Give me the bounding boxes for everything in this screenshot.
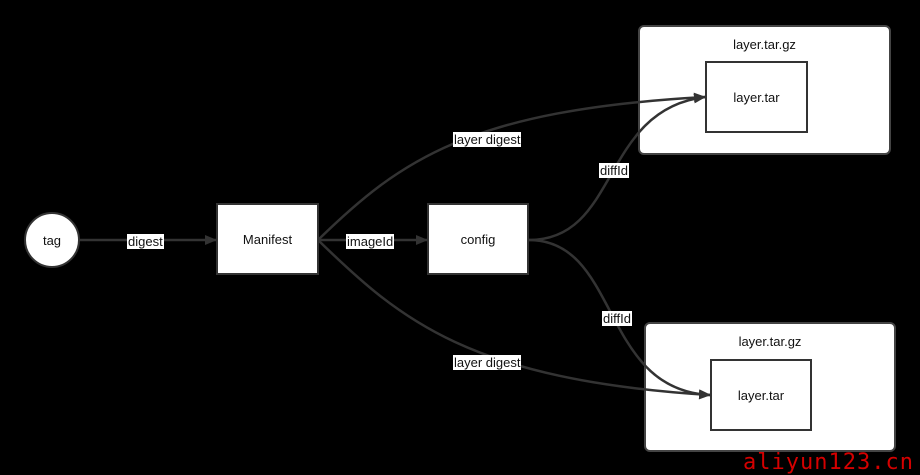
edge-label-diffid-top: diffId xyxy=(599,163,629,178)
edge-label-layer-digest-bottom: layer digest xyxy=(453,355,522,370)
group-title-top: layer.tar.gz xyxy=(733,37,796,52)
layer-tar-node-bottom: layer.tar xyxy=(710,359,812,431)
edge-label-diffid-bottom: diffId xyxy=(602,311,632,326)
layer-tar-top-label: layer.tar xyxy=(733,89,780,105)
config-node: config xyxy=(427,203,529,275)
tag-node: tag xyxy=(24,212,80,268)
layer-tar-bottom-label: layer.tar xyxy=(737,387,785,403)
group-title-bottom: layer.tar.gz xyxy=(738,334,802,349)
edge-label-digest: digest xyxy=(127,234,164,249)
config-node-label: config xyxy=(460,231,496,247)
edge-label-imageid: imageId xyxy=(346,234,395,249)
manifest-node-label: Manifest xyxy=(242,231,293,247)
layer-tar-node-top: layer.tar xyxy=(705,61,808,133)
layer-tar-gz-group-top: layer.tar.gz xyxy=(638,25,891,155)
edge-label-layer-digest-top: layer digest xyxy=(453,132,522,147)
manifest-node: Manifest xyxy=(216,203,319,275)
tag-node-label: tag xyxy=(42,232,62,248)
watermark: aliyun123.cn xyxy=(743,450,914,475)
edge-manifest-to-layer-bottom xyxy=(317,239,711,400)
